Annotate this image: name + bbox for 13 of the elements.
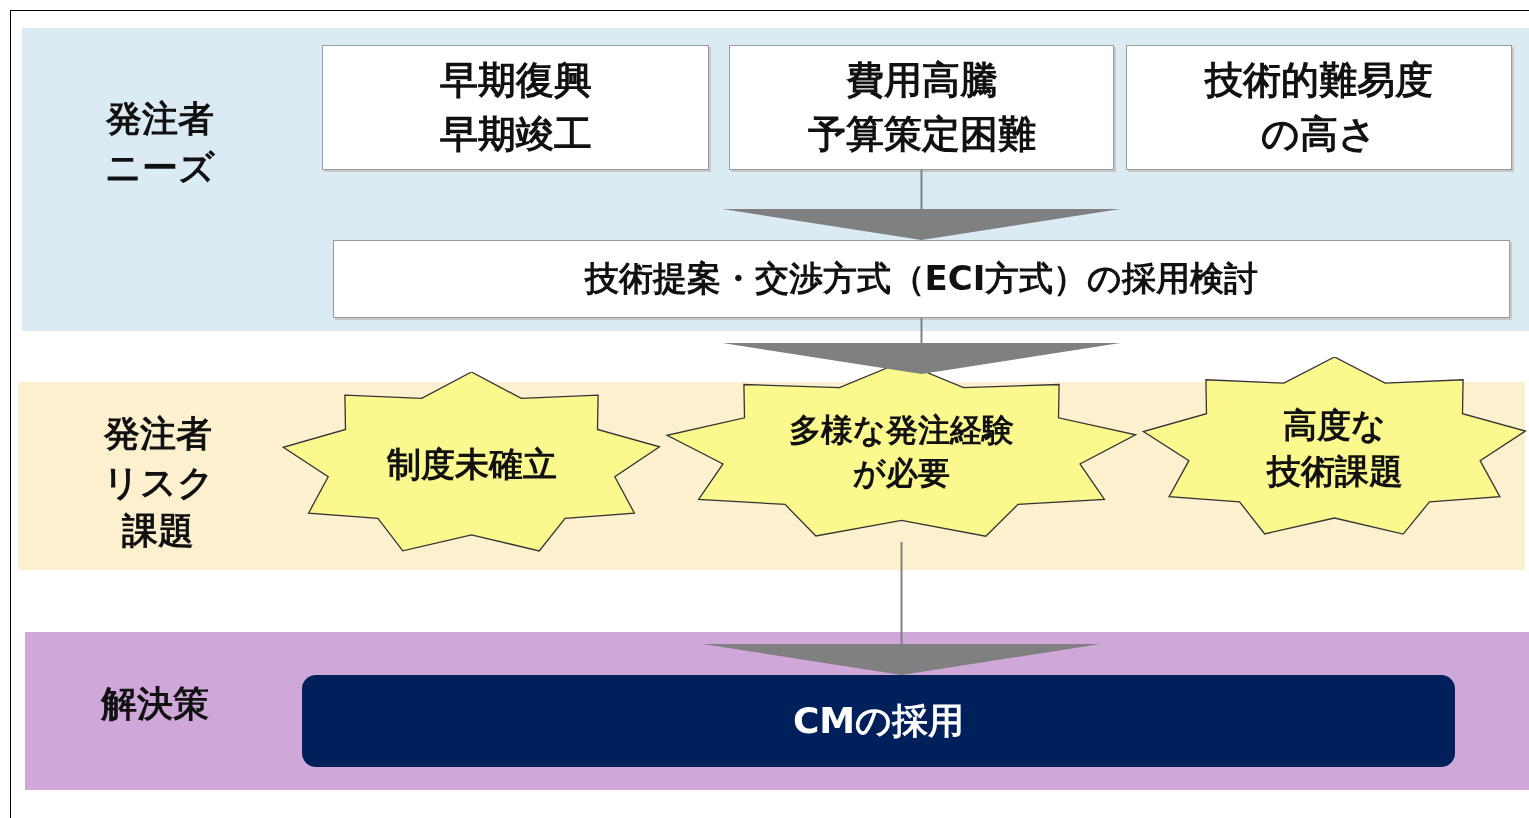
- section-label: 解決策: [99, 682, 210, 726]
- solution-box: CMの採用: [302, 675, 1455, 767]
- text-box: 技術的難易度の高さ: [1126, 45, 1512, 170]
- burst-label: 多様な発注経験が必要: [789, 409, 1014, 494]
- section-label: 発注者リスク課題: [101, 412, 215, 554]
- text-box: 技術提案・交渉方式（ECI方式）の採用検討: [333, 240, 1510, 318]
- section-band: [22, 28, 1529, 331]
- section-label: 発注者ニーズ: [104, 97, 216, 190]
- section-band: [25, 632, 1529, 790]
- text-box: 費用高騰予算策定困難: [729, 45, 1114, 170]
- burst-label: 制度未確立: [386, 442, 557, 486]
- burst-label: 高度な技術課題: [1266, 403, 1403, 493]
- text-box: 早期復興早期竣工: [322, 45, 709, 170]
